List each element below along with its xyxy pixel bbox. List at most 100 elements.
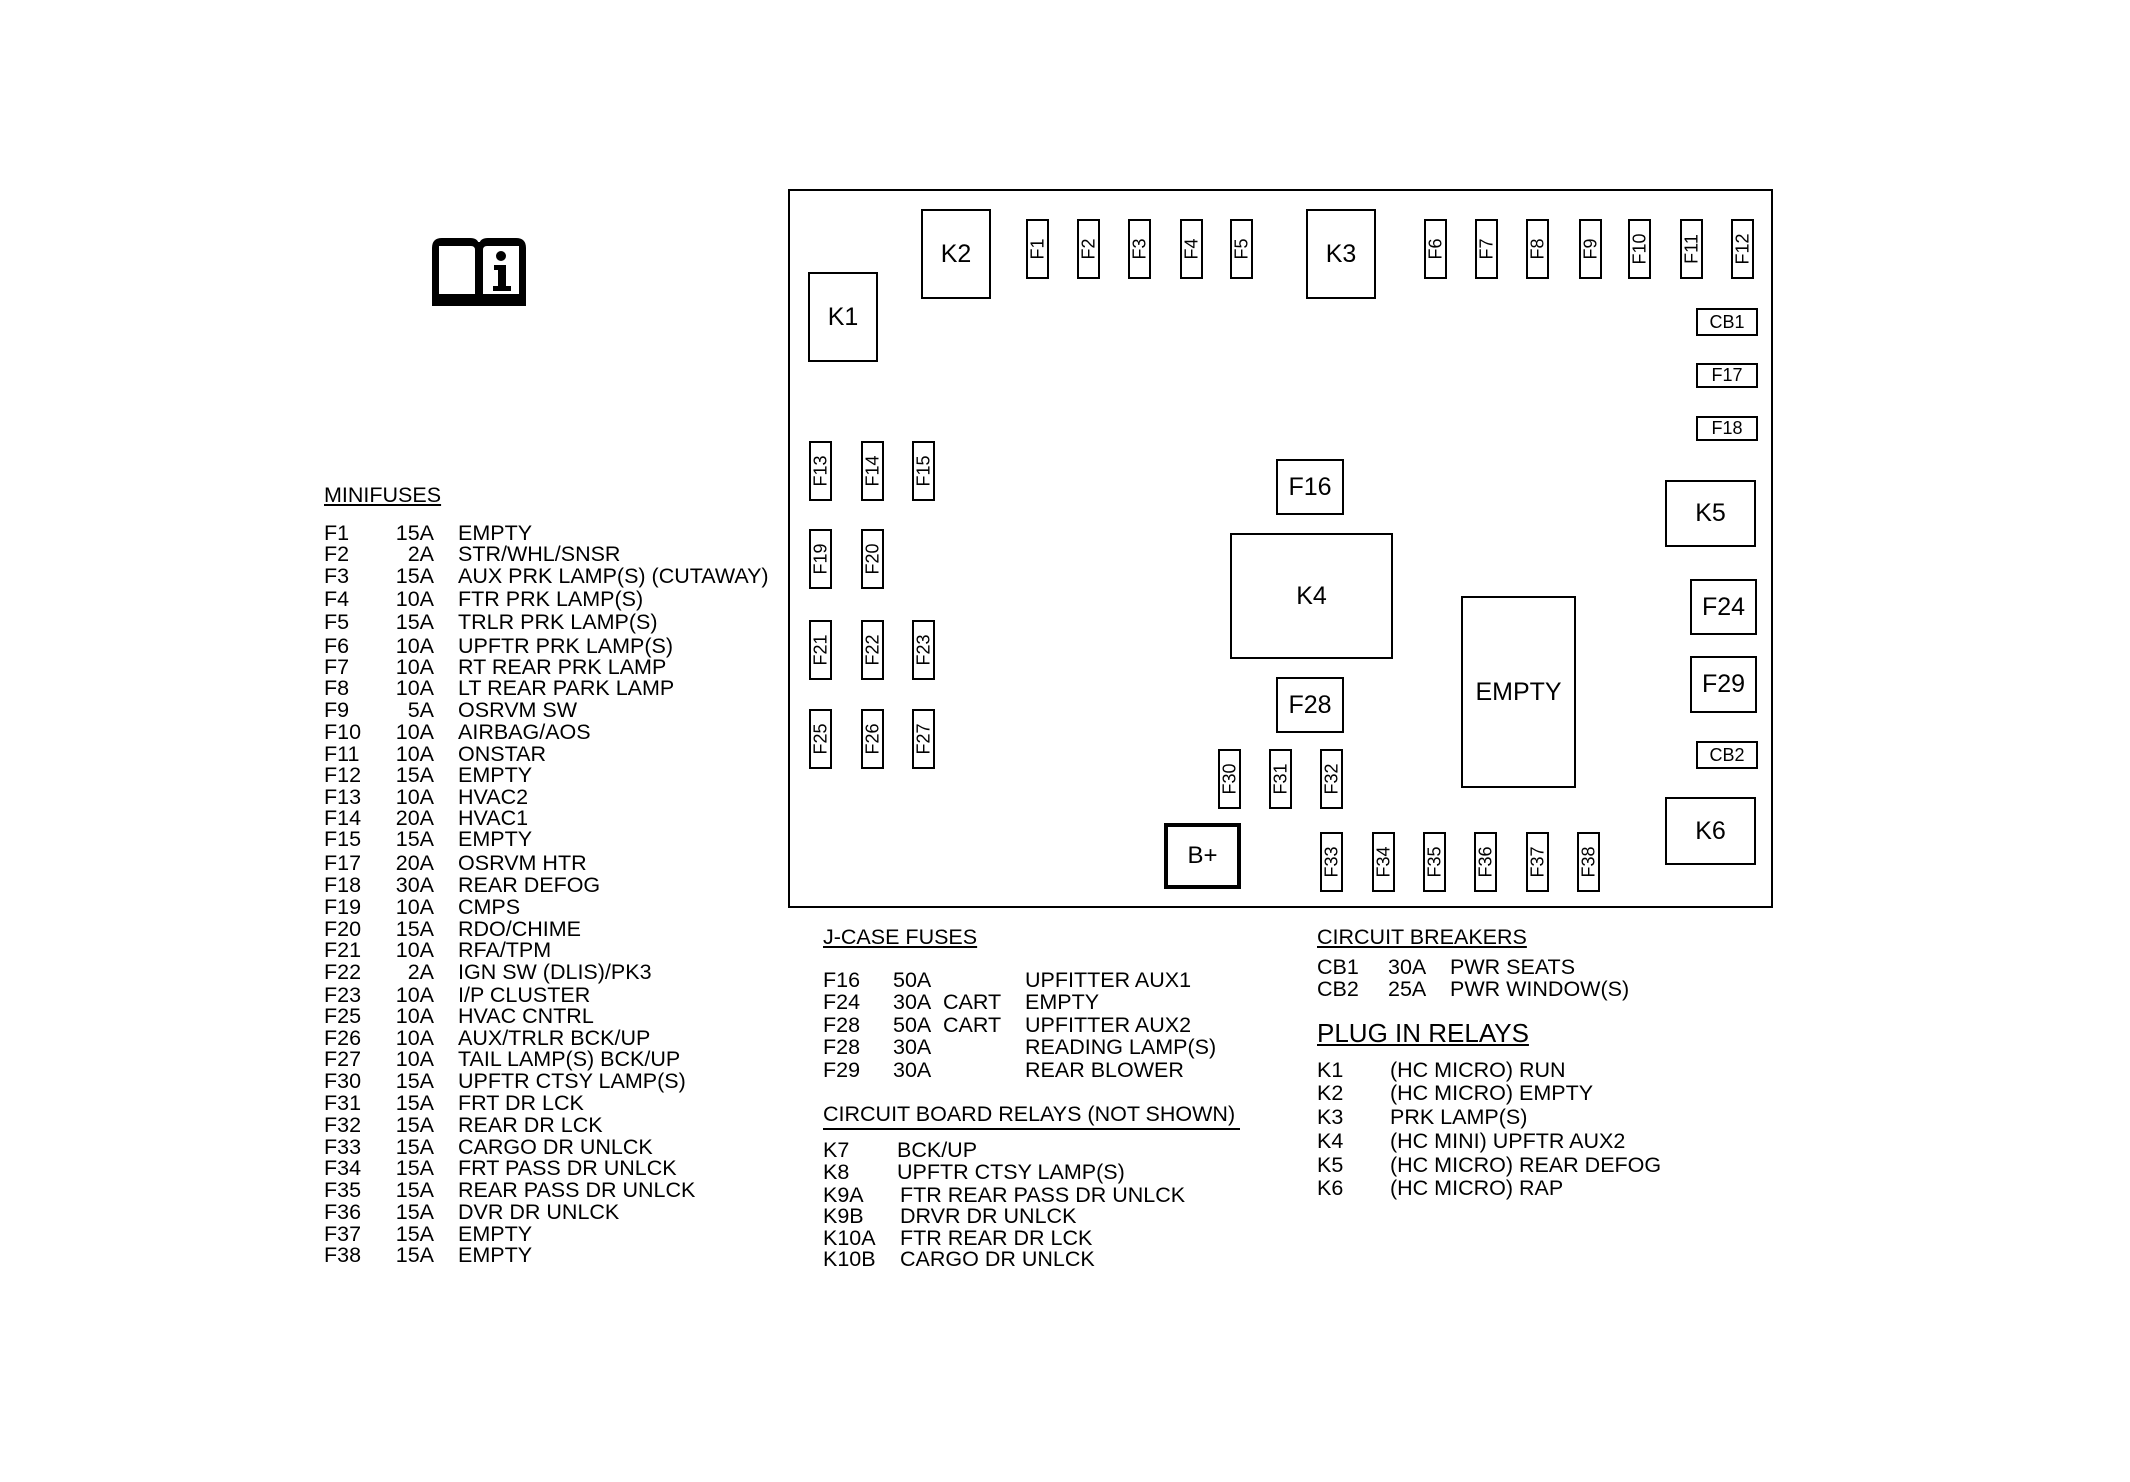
fuse-f18: F18: [1696, 416, 1758, 441]
fuse-circuit: LT REAR PARK LAMP: [458, 676, 675, 700]
fuse-circuit: FTR PRK LAMP(S): [458, 587, 644, 611]
fuse-f6: F6: [1424, 219, 1447, 279]
fuse-f5: F5: [1230, 219, 1253, 279]
fuse-amperage: 15A: [395, 1135, 434, 1159]
fuse-id: F11: [324, 742, 360, 766]
relay-k3: K3: [1306, 209, 1376, 299]
fuse-amperage: 10A: [395, 720, 434, 744]
fuse-id: F19: [324, 895, 362, 919]
fuse-label: F33: [1321, 846, 1341, 878]
relay-id: K5: [1317, 1153, 1344, 1177]
fuse-label: F10: [1629, 233, 1649, 265]
fuse-amperage: 5A: [407, 698, 434, 722]
relay-id: K6: [1317, 1176, 1344, 1200]
minifuses-heading: MINIFUSES: [324, 483, 442, 507]
fuse-label: F26: [862, 723, 882, 755]
fuse-label: F13: [810, 455, 830, 487]
relay-k1: K1: [808, 272, 878, 362]
fuse-circuit: EMPTY: [458, 827, 533, 851]
fuse-id: F35: [324, 1178, 362, 1202]
fuse-label: F22: [862, 634, 882, 666]
fuse-label: F32: [1321, 763, 1341, 795]
relay-circuit: (HC MINI) UPFTR AUX2: [1390, 1129, 1626, 1153]
relay-id: K10A: [823, 1226, 876, 1250]
fuse-f35: F35: [1423, 832, 1446, 892]
fuse-f11: F11: [1680, 219, 1703, 279]
fuse-f20: F20: [861, 529, 884, 589]
fuse-circuit: RT REAR PRK LAMP: [458, 655, 667, 679]
fuse-circuit: DVR DR UNLCK: [458, 1200, 620, 1224]
jcase-amperage: 50A: [893, 968, 932, 992]
fuse-f27: F27: [912, 709, 935, 769]
fuse-amperage: 10A: [395, 1026, 434, 1050]
fuse-amperage: 15A: [395, 521, 434, 545]
fuse-id: F17: [324, 851, 362, 875]
fuse-circuit: ONSTAR: [458, 742, 546, 766]
relay-id: K3: [1317, 1105, 1344, 1129]
fuse-amperage: 10A: [395, 895, 434, 919]
fuse-f25: F25: [809, 709, 832, 769]
relay-circuit: FTR REAR PASS DR UNLCK: [900, 1183, 1186, 1207]
fuse-label: F11: [1681, 234, 1701, 264]
relay-id: K9A: [823, 1183, 864, 1207]
fuse-amperage: 15A: [395, 1113, 434, 1137]
relay-id: K4: [1317, 1129, 1344, 1153]
fuse-circuit: CARGO DR UNLCK: [458, 1135, 653, 1159]
fuse-label: F25: [810, 723, 830, 755]
fuse-id: F6: [324, 634, 350, 658]
fuse-amperage: 10A: [395, 676, 434, 700]
fuse-id: F23: [324, 983, 362, 1007]
fuse-id: F9: [324, 698, 350, 722]
battery-terminal: B+: [1164, 823, 1241, 889]
fuse-circuit: OSRVM SW: [458, 698, 578, 722]
fuse-label: F31: [1270, 763, 1290, 795]
relay-id: K8: [823, 1160, 850, 1184]
fuse-circuit: I/P CLUSTER: [458, 983, 591, 1007]
fuse-id: F2: [324, 542, 350, 566]
fuse-label: F8: [1527, 238, 1547, 260]
fuse-amperage: 10A: [395, 1047, 434, 1071]
fuse-label: F7: [1476, 238, 1496, 260]
fuse-amperage: 15A: [395, 1222, 434, 1246]
breaker-amperage: 25A: [1388, 977, 1427, 1001]
breaker-circuit: PWR SEATS: [1450, 955, 1576, 979]
fuse-id: F33: [324, 1135, 362, 1159]
fuse-f4: F4: [1180, 219, 1203, 279]
fuse-circuit: IGN SW (DLIS)/PK3: [458, 960, 652, 984]
relay-id: K2: [1317, 1081, 1344, 1105]
jcase-id: F24: [823, 990, 861, 1014]
fuse-amperage: 15A: [395, 564, 434, 588]
fuse-f15: F15: [912, 441, 935, 501]
fuse-amperage: 15A: [395, 827, 434, 851]
fuse-box-outline: [788, 189, 1773, 908]
fuse-circuit: EMPTY: [458, 521, 533, 545]
fuse-amperage: 10A: [395, 742, 434, 766]
fuse-circuit: HVAC2: [458, 785, 529, 809]
fuse-id: F21: [324, 938, 362, 962]
fuse-id: F5: [324, 610, 350, 634]
fuse-f33: F33: [1320, 832, 1343, 892]
relay-circuit: (HC MICRO) REAR DEFOG: [1390, 1153, 1662, 1177]
breaker-amperage: 30A: [1388, 955, 1427, 979]
jcase-heading: J-CASE FUSES: [823, 925, 978, 949]
fuse-id: F25: [324, 1004, 362, 1028]
fuse-f10: F10: [1628, 219, 1651, 279]
fuse-f38: F38: [1577, 832, 1600, 892]
fuse-f17: F17: [1696, 363, 1758, 388]
fuse-circuit: AUX PRK LAMP(S) (CUTAWAY): [458, 564, 769, 588]
fuse-id: F13: [324, 785, 362, 809]
fuse-amperage: 10A: [395, 983, 434, 1007]
relay-k2: K2: [921, 209, 991, 299]
fuse-f31: F31: [1269, 749, 1292, 809]
fuse-circuit: FRT DR LCK: [458, 1091, 584, 1115]
fuse-f13: F13: [809, 441, 832, 501]
relay-circuit: PRK LAMP(S): [1390, 1105, 1528, 1129]
relay-id: K7: [823, 1138, 850, 1162]
fuse-circuit: REAR DEFOG: [458, 873, 601, 897]
fuse-id: F37: [324, 1222, 362, 1246]
fuse-amperage: 10A: [395, 938, 434, 962]
jcase-circuit: UPFITTER AUX1: [1025, 968, 1192, 992]
relay-id: K1: [1317, 1058, 1344, 1082]
jcase-id: F28: [823, 1013, 861, 1037]
fuse-circuit: TRLR PRK LAMP(S): [458, 610, 658, 634]
